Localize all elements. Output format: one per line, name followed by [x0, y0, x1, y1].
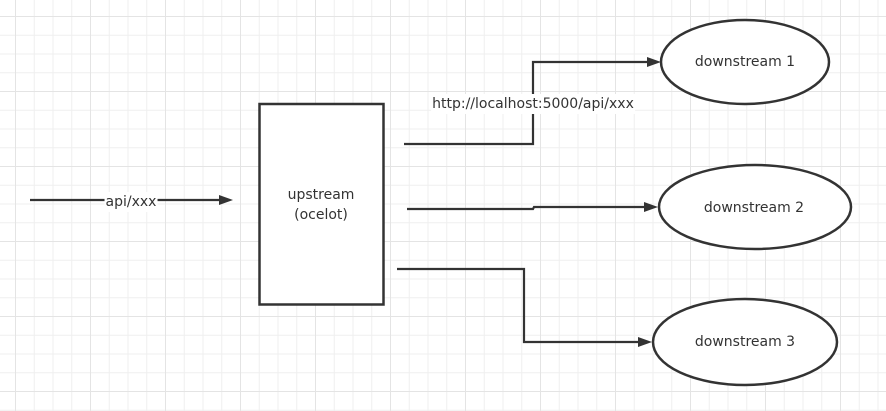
edge-upstream-to-downstream3[interactable] — [397, 267, 652, 347]
arrowhead-icon — [219, 195, 233, 205]
arrowhead-icon — [644, 202, 658, 212]
downstream3-label: downstream 3 — [694, 334, 796, 350]
arrowhead-icon — [638, 337, 652, 347]
upstream-title: upstream — [287, 187, 355, 203]
downstream1-node-shape[interactable] — [659, 18, 831, 106]
downstream2-node-shape[interactable] — [657, 163, 853, 251]
upstream-subtitle: (ocelot) — [294, 207, 348, 223]
edge-label-api: api/xxx — [104, 192, 158, 212]
edge-line — [397, 267, 639, 344]
upstream-node-shape[interactable] — [258, 102, 385, 306]
downstream3-node-shape[interactable] — [651, 297, 839, 387]
upstream-node-label: upstream (ocelot) — [288, 185, 355, 225]
edge-label-downstream-url: http://localhost:5000/api/xxx — [431, 94, 635, 114]
downstream2-label: downstream 2 — [703, 200, 805, 216]
edge-line — [407, 205, 645, 211]
downstream1-label: downstream 1 — [694, 54, 796, 70]
arrowhead-icon — [647, 57, 661, 67]
edge-upstream-to-downstream2[interactable] — [407, 202, 658, 212]
